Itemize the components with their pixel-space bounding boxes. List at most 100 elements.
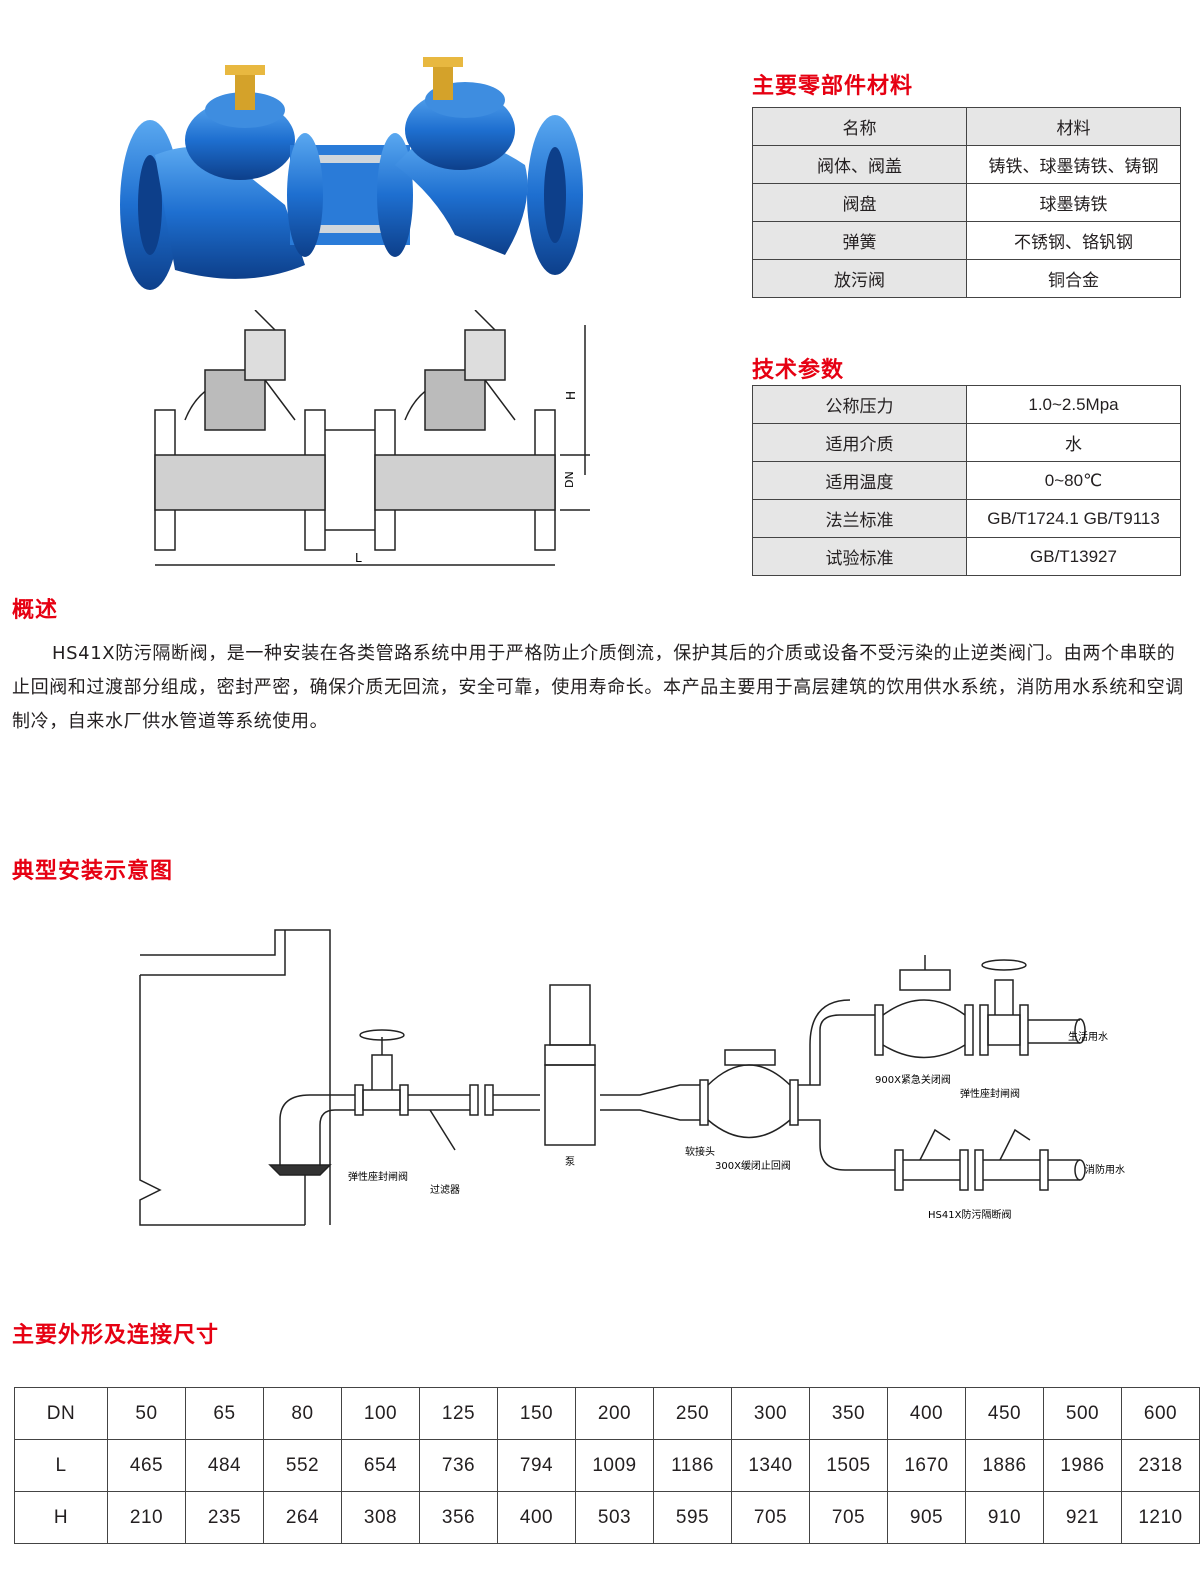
dim-dn-label: DN [563,471,576,488]
dim-cell: 210 [107,1491,186,1544]
dim-cell: 465 [107,1439,186,1492]
dim-cell: 736 [419,1439,498,1492]
cell: 1.0~2.5Mpa [966,385,1181,424]
dim-cell: 1670 [887,1439,966,1492]
table-row: 放污阀 铜合金 [752,259,1181,298]
header-name: 名称 [752,107,967,146]
dim-cell: 450 [965,1387,1044,1440]
cell: 阀盘 [752,183,967,222]
table-row: 阀体、阀盖 铸铁、球墨铸铁、铸钢 [752,145,1181,184]
dim-cell: 356 [419,1491,498,1544]
row-header-l: L [14,1439,108,1492]
cell: 铸铁、球墨铸铁、铸钢 [966,145,1181,184]
dim-h-label: H [564,391,578,400]
table-row: 名称 材料 [752,107,1181,146]
dim-cell: 905 [887,1491,966,1544]
dim-cell: 250 [653,1387,732,1440]
dim-cell: 921 [1043,1491,1122,1544]
cell: 适用介质 [752,423,967,462]
cell: GB/T1724.1 GB/T9113 [966,499,1181,538]
dim-cell: 80 [263,1387,342,1440]
dim-cell: 50 [107,1387,186,1440]
label-soft-joint: 软接头 [685,1145,715,1158]
cell: 阀体、阀盖 [752,145,967,184]
dim-cell: 595 [653,1491,732,1544]
dim-cell: 484 [185,1439,264,1492]
cell: 适用温度 [752,461,967,500]
dim-cell: 1986 [1043,1439,1122,1492]
overview-paragraph: HS41X防污隔断阀，是一种安装在各类管路系统中用于严格防止介质倒流，保护其后的… [12,643,1184,732]
cell: 铜合金 [966,259,1181,298]
dim-cell: 235 [185,1491,264,1544]
dim-cell: 200 [575,1387,654,1440]
dim-cell: 705 [809,1491,888,1544]
row-header-dn: DN [14,1387,108,1440]
tech-title: 技术参数 [752,358,845,383]
label-emergency-valve: 900X紧急关闭阀 [875,1073,951,1086]
install-diagram: 弹性座封闸阀 过滤器 泵 软接头 300X缓闭止回阀 900X紧急关闭阀 弹性座… [139,929,1125,1226]
dim-cell: 1886 [965,1439,1044,1492]
dim-cell: 600 [1121,1387,1200,1440]
table-row: 阀盘 球墨铸铁 [752,183,1181,222]
dim-cell: 503 [575,1491,654,1544]
dim-cell: 65 [185,1387,264,1440]
dim-cell: 705 [731,1491,810,1544]
table-row: 弹簧 不锈钢、铬钒钢 [752,221,1181,260]
dim-cell: 1186 [653,1439,732,1492]
cell: 弹簧 [752,221,967,260]
cell: 公称压力 [752,385,967,424]
dim-cell: 350 [809,1387,888,1440]
label-filter: 过滤器 [430,1183,460,1196]
product-photo [120,57,583,290]
dim-cell: 794 [497,1439,576,1492]
label-check-valve: 300X缓闭止回阀 [715,1159,791,1172]
dim-l-label: L [355,551,362,565]
label-gate-valve-2: 弹性座封闸阀 [960,1087,1020,1100]
dim-cell: 1505 [809,1439,888,1492]
dim-cell: 500 [1043,1387,1122,1440]
overview-text: HS41X防污隔断阀，是一种安装在各类管路系统中用于严格防止介质倒流，保护其后的… [12,637,1192,739]
label-domestic: 生活用水 [1068,1030,1108,1043]
label-fire: 消防用水 [1085,1163,1125,1176]
section-drawing: L H DN [154,310,590,566]
cell: 球墨铸铁 [966,183,1181,222]
dim-cell: 1210 [1121,1491,1200,1544]
materials-title: 主要零部件材料 [752,74,914,99]
dim-cell: 1009 [575,1439,654,1492]
dim-cell: 264 [263,1491,342,1544]
overview-title: 概述 [12,598,59,623]
row-header-h: H [14,1491,108,1544]
cell: 不锈钢、铬钒钢 [966,221,1181,260]
cell: 水 [966,423,1181,462]
dim-cell: 150 [497,1387,576,1440]
cell: 法兰标准 [752,499,967,538]
dim-cell: 910 [965,1491,1044,1544]
cell: GB/T13927 [966,537,1181,576]
dim-cell: 1340 [731,1439,810,1492]
dim-cell: 125 [419,1387,498,1440]
dim-cell: 654 [341,1439,420,1492]
cell: 0~80℃ [966,461,1181,500]
label-pump: 泵 [565,1156,575,1168]
dim-cell: 400 [497,1491,576,1544]
cell: 试验标准 [752,537,967,576]
label-hs41x: HS41X防污隔断阀 [928,1208,1011,1221]
dim-cell: 400 [887,1387,966,1440]
header-material: 材料 [966,107,1181,146]
materials-table: 名称 材料 阀体、阀盖 铸铁、球墨铸铁、铸钢 阀盘 球墨铸铁 弹簧 不锈钢、铬钒… [752,107,1181,298]
dim-cell: 2318 [1121,1439,1200,1492]
dim-cell: 300 [731,1387,810,1440]
label-gate-valve: 弹性座封闸阀 [348,1170,408,1183]
table-row: 适用介质水 [752,423,1181,462]
cell: 放污阀 [752,259,967,298]
dimensions-title: 主要外形及连接尺寸 [12,1323,220,1348]
